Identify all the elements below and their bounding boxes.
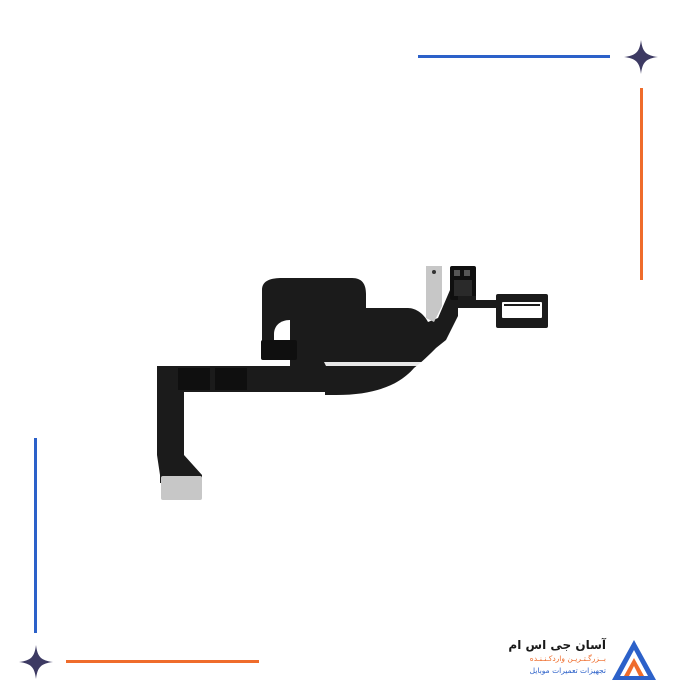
- frame-line-left: [34, 438, 37, 633]
- sparkle-icon: [624, 40, 658, 74]
- brand-text: آسان جی اس ام بــزرگـتـریـن واردکـنـنـده…: [508, 638, 606, 676]
- triangle-logo-icon: [612, 640, 656, 680]
- brand-tagline: بــزرگـتـریـن واردکـنـنـده: [529, 654, 606, 663]
- connector-pad: [161, 476, 202, 500]
- metal-stiffener: [426, 266, 442, 322]
- brand-tagline-secondary: تجهیزات تعمیرات موبایل: [529, 666, 606, 675]
- flex-segment: [178, 368, 210, 390]
- brand-name: آسان جی اس ام: [508, 638, 606, 652]
- frame-line-right: [640, 88, 643, 280]
- frame-line-top: [418, 55, 610, 58]
- brand-block: آسان جی اس ام بــزرگـتـریـن واردکـنـنـده…: [498, 638, 658, 684]
- flex-cable-image: [157, 266, 548, 500]
- frame-line-bottom: [66, 660, 259, 663]
- flex-segment: [215, 368, 247, 390]
- sparkle-icon: [19, 645, 53, 679]
- flex-tab: [261, 340, 297, 360]
